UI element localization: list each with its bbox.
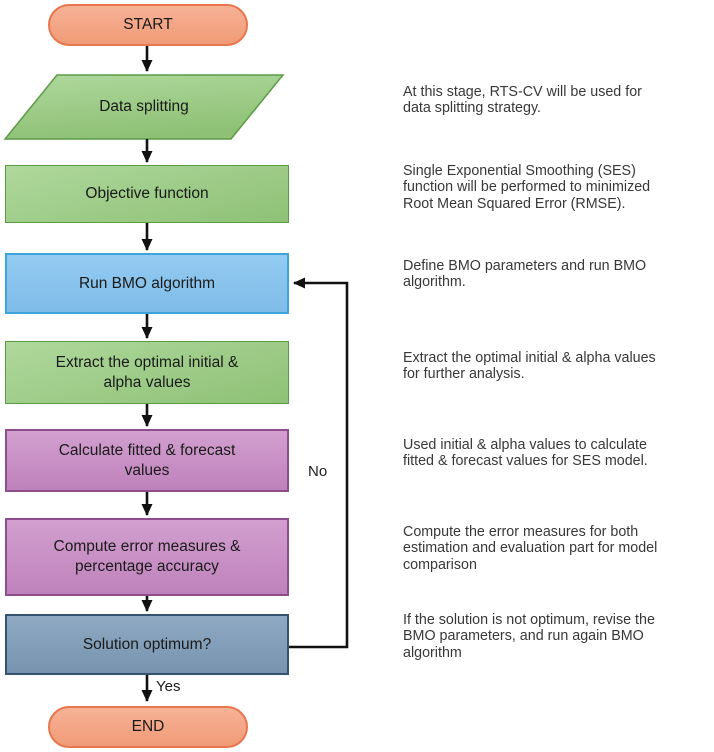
edge-label-no: No [308,463,328,480]
node-run-bmo-algorithm-label: Run BMO algorithm [78,274,216,292]
annotation-objective-function: Single Exponential Smoothing (SES) funct… [403,163,651,212]
node-compute-error-measures: Compute error measures & percentage accu… [5,518,289,596]
node-start: START [48,4,248,46]
node-solution-optimum: Solution optimum? [5,614,289,675]
node-run-bmo-algorithm: Run BMO algorithm [5,253,289,314]
data-splitting-parallelogram-shape [3,74,285,140]
annotation-extract-values: Extract the optimal initial & alpha valu… [403,350,656,383]
edge-label-yes: Yes [156,678,181,695]
annotation-solution-optimum: If the solution is not optimum, revise t… [403,612,655,661]
node-calculate-fitted-forecast: Calculate fitted & forecast values [5,429,289,492]
node-data-splitting: Data splitting [5,75,283,139]
node-extract-optimal-values: Extract the optimal initial & alpha valu… [5,341,289,404]
node-end: END [48,706,248,748]
node-compute-error-measures-label: Compute error measures & percentage accu… [53,538,241,575]
annotation-run-bmo: Define BMO parameters and run BMO algori… [403,258,647,291]
node-start-label: START [123,16,173,33]
flow-arrows [141,46,349,702]
node-calculate-fitted-forecast-label: Calculate fitted & forecast values [58,441,236,479]
node-end-label: END [131,718,165,735]
node-solution-optimum-label: Solution optimum? [82,635,212,653]
node-data-splitting-label: Data splitting [99,98,189,115]
annotation-compute-errors: Compute the error measures for both esti… [403,524,658,573]
node-extract-optimal-values-label: Extract the optimal initial & alpha valu… [55,353,239,391]
annotation-calculate-values: Used initial & alpha values to calculate… [403,437,648,470]
node-objective-function-label: Objective function [85,185,209,202]
no-feedback-loop-line [289,277,349,649]
node-objective-function: Objective function [5,165,289,223]
annotation-data-splitting: At this stage, RTS-CV will be used for d… [403,84,642,117]
